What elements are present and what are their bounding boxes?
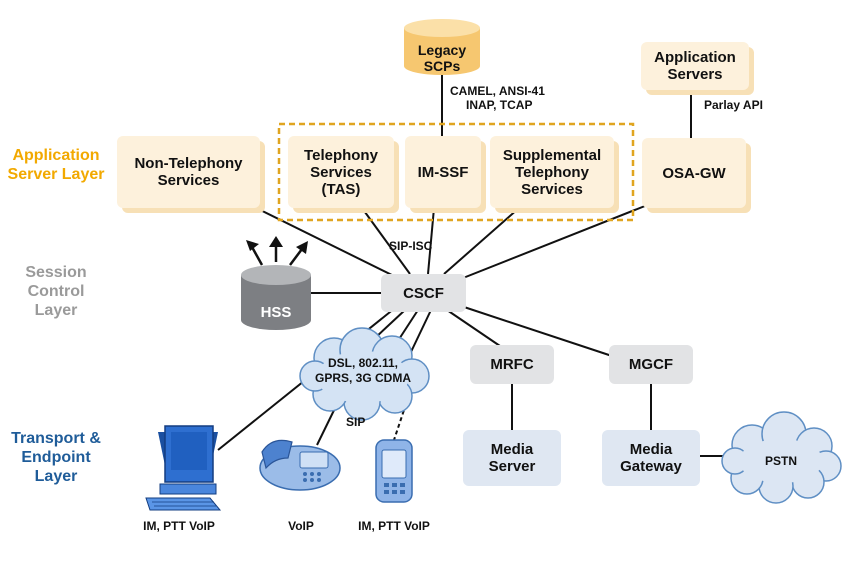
line-cscf-to-mgcf — [457, 304, 613, 357]
im-ssf-box: IM-SSF — [405, 136, 481, 208]
desk-phone-icon — [259, 439, 341, 491]
osa-gw-box: OSA-GW — [642, 138, 746, 208]
mrfc-box: MRFC — [470, 345, 554, 384]
cscf-box: CSCF — [381, 274, 466, 312]
computer-terminal-icon — [145, 425, 222, 511]
access-network-cloud — [299, 327, 430, 421]
access-network-label: DSL, 802.11, GPRS, 3G CDMA — [314, 356, 411, 385]
telephony-services-group — [277, 122, 635, 222]
layer-label-session: Session Control Layer — [25, 264, 87, 319]
sip-label: SIP — [346, 415, 366, 429]
inap-tcap-label: INAP, TCAP — [466, 98, 533, 112]
camel-ansi-label: CAMEL, ANSI-41 — [450, 84, 545, 98]
line-nontel-to-cscf — [239, 199, 399, 279]
pc-endpoint-caption: IM, PTT VoIP — [143, 519, 215, 533]
supplemental-telephony-services-box: Supplemental Telephony Services — [490, 136, 614, 208]
phone-endpoint-caption: VoIP — [288, 519, 314, 533]
sip-isc-label: SIP-ISC — [389, 239, 433, 253]
layer-label-transport: Transport & Endpoint Layer — [11, 430, 101, 485]
line-cscf-to-mrfc — [446, 309, 501, 347]
non-telephony-services-box: Non-Telephony Services — [117, 136, 260, 208]
media-gateway-box: Media Gateway — [602, 430, 700, 486]
legacy-scps-label: Legacy SCPs — [417, 42, 467, 74]
line-osagw-to-cscf — [457, 199, 661, 281]
layer-label-application: Application Server Layer — [7, 147, 105, 183]
application-servers-box: Application Servers — [641, 42, 749, 90]
hss-cylinder — [241, 265, 311, 330]
line-supp-to-cscf — [443, 207, 520, 275]
connectors — [217, 70, 726, 457]
line-cloud-to-mobile — [393, 403, 407, 441]
pstn-label: PSTN — [764, 454, 797, 468]
legacy-scps-cylinder — [404, 19, 480, 75]
mgcf-box: MGCF — [609, 345, 693, 384]
tas-box: Telephony Services (TAS) — [288, 136, 394, 208]
media-server-box: Media Server — [463, 430, 561, 486]
pstn-cloud — [721, 411, 842, 504]
mobile-device-icon — [375, 439, 413, 503]
hss-arrows — [246, 236, 308, 266]
mobile-endpoint-caption: IM, PTT VoIP — [358, 519, 430, 533]
hss-label: HSS — [260, 303, 292, 321]
parlay-api-label: Parlay API — [704, 98, 763, 112]
line-cscf-to-cloud-3 — [409, 309, 432, 355]
